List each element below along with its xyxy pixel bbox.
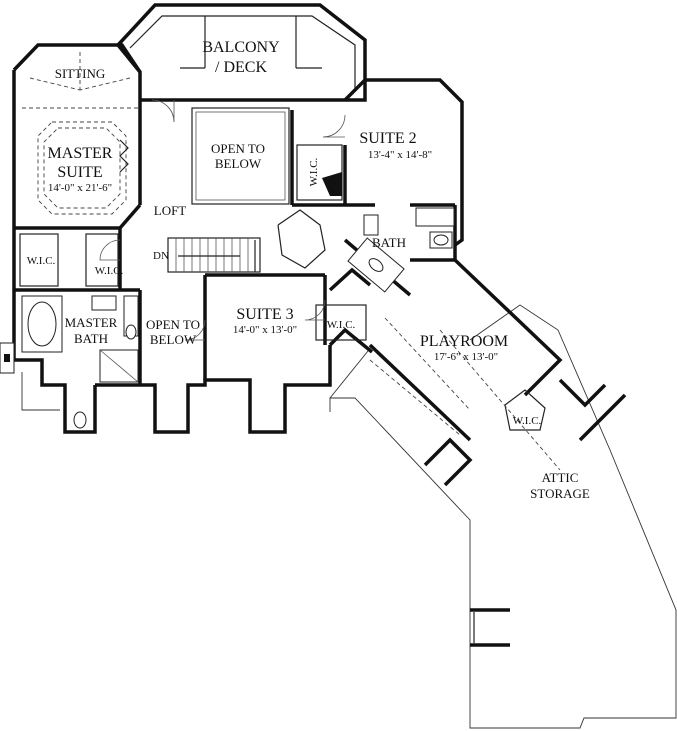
wic-master-left-label: W.I.C. bbox=[27, 255, 56, 267]
loft-label: LOFT bbox=[154, 203, 187, 218]
open-to-below-top-line1: OPEN TO bbox=[211, 141, 265, 156]
wic-suite2-label: W.I.C. bbox=[308, 157, 320, 186]
balcony-label-line1: BALCONY bbox=[202, 39, 280, 56]
bath-label: BATH bbox=[372, 235, 406, 250]
sitting-ceiling bbox=[22, 52, 138, 109]
fireplace bbox=[322, 172, 342, 196]
open-to-below-mid-line2: BELOW bbox=[150, 332, 197, 347]
master-bath-fixtures bbox=[0, 295, 139, 429]
balcony-label-line2: / DECK bbox=[215, 59, 267, 76]
doors bbox=[99, 99, 346, 341]
playroom-label: PLAYROOM bbox=[420, 333, 508, 350]
attic-label-line1: ATTIC bbox=[542, 470, 579, 485]
master-suite-dims: 14'-0" x 21'-6" bbox=[48, 182, 112, 194]
stair-dn-label: DN bbox=[153, 250, 169, 262]
bath-fixtures bbox=[347, 207, 455, 293]
wic-master-right-label: W.I.C. bbox=[95, 265, 124, 277]
wic-suite3-label: W.I.C. bbox=[327, 319, 356, 331]
suite2-label: SUITE 2 bbox=[359, 130, 416, 147]
stair bbox=[167, 237, 261, 273]
master-suite-label-line1: MASTER bbox=[48, 145, 113, 162]
suite3-dims: 14'-0" x 13'-0" bbox=[233, 324, 297, 336]
wic-playroom-label: W.I.C. bbox=[513, 415, 542, 427]
open-to-below-top-area bbox=[191, 107, 290, 205]
room-labels: BALCONY / DECK SITTING MASTER SUITE 14'-… bbox=[27, 39, 590, 501]
playroom-details bbox=[369, 317, 627, 647]
master-suite-label-line2: SUITE bbox=[57, 164, 102, 181]
master-bath-label-line2: BATH bbox=[74, 331, 108, 346]
master-bath-label-line1: MASTER bbox=[65, 315, 118, 330]
tray-ceiling bbox=[37, 121, 127, 215]
attic-label-line2: STORAGE bbox=[530, 486, 590, 501]
open-to-below-top-line2: BELOW bbox=[215, 156, 262, 171]
playroom-dims: 17'-6" x 13'-0" bbox=[434, 351, 498, 363]
exterior-walls bbox=[12, 3, 563, 442]
suite2-dims: 13'-4" x 14'-8" bbox=[368, 149, 432, 161]
roof-outline bbox=[21, 304, 677, 729]
sitting-label: SITTING bbox=[55, 66, 106, 81]
open-to-below-mid-line1: OPEN TO bbox=[146, 317, 200, 332]
suite3-label: SUITE 3 bbox=[236, 306, 293, 323]
